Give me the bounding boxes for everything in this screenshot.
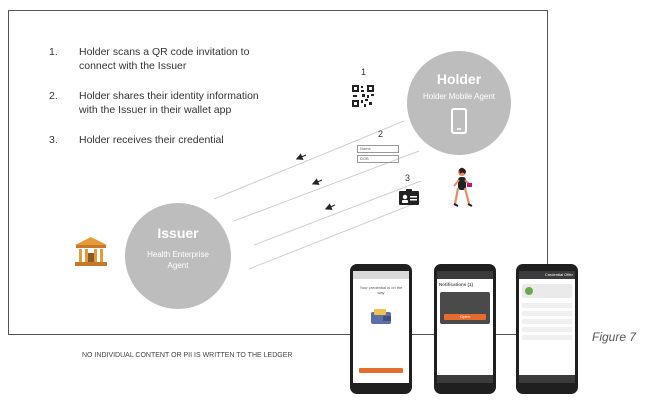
phone-2-header: Notifications (1) [439,282,474,287]
marker-2: 2 [378,129,384,139]
diagram-frame: 1. Holder scans a QR code invitation to … [8,10,548,335]
phone-screen-2: Notifications (1) Open [434,264,496,394]
bank-building-icon [75,237,107,266]
step-text: Holder receives their credential [79,134,224,146]
detail-row [522,311,572,316]
figure-caption: Figure 7 [592,330,637,344]
issuer-subtitle: Health Enterprise Agent [147,250,209,270]
detail-row [522,335,572,340]
arrow-2 [311,178,323,185]
phone-3-display: Credential Offer [519,271,575,383]
step-number: 3. [49,134,58,146]
phone-screen-3: Credential Offer [516,264,578,394]
detail-row [522,319,572,324]
notification-open-button[interactable]: Open [444,314,486,320]
issuer-title: Issuer [157,225,199,241]
phone-2-display: Notifications (1) Open [437,271,493,383]
qr-code-icon [352,85,374,107]
connector-line-1 [213,120,405,200]
holder-title: Holder [436,71,482,87]
holder-subtitle: Holder Mobile Agent [422,92,496,101]
step-text: Holder scans a QR code invitation to con… [79,46,250,72]
phone-1-message: Your credential is on the way [359,285,403,295]
marker-3: 3 [405,173,411,183]
phone-1-footer-bar [359,368,403,373]
step-number: 2. [49,90,58,102]
connector-line-4 [248,200,422,270]
walking-person-icon [453,167,473,207]
arrow-1 [295,153,307,160]
step-item: 1. Holder scans a QR code invitation to … [49,45,269,73]
phone-3-topbar: Credential Offer [519,271,575,279]
form-field-dob: DOB [357,155,399,163]
detail-row [522,303,572,308]
wallet-icon [371,309,391,324]
phone-1-topbar [353,271,409,279]
credential-badge-icon [525,287,533,295]
step-number: 1. [49,46,58,58]
marker-1: 1 [361,67,367,77]
issuer-node: Issuer Health Enterprise Agent [125,203,231,309]
phone-1-display: Your credential is on the way [353,271,409,383]
connector-line-3 [253,180,422,246]
phone-screen-1: Your credential is on the way [350,264,412,394]
form-field-name: Name [357,145,399,153]
step-item: 2. Holder shares their identity informat… [49,89,269,117]
phone-3-navbar [519,375,575,383]
step-text: Holder shares their identity information… [79,90,259,116]
id-card-icon [399,189,419,205]
arrow-3 [324,203,336,210]
mobile-phone-icon [451,108,467,134]
phone-3-header: Credential Offer [544,272,573,277]
phone-2-navbar [437,375,493,383]
phone-2-topbar [437,271,493,279]
identity-form-icon: Name DOB [357,145,399,163]
ledger-note: NO INDIVIDUAL CONTENT OR PII IS WRITTEN … [82,352,293,359]
credential-card [522,284,572,298]
step-list: 1. Holder scans a QR code invitation to … [49,45,269,163]
notification-card: Open [440,292,490,324]
step-item: 3. Holder receives their credential [49,133,269,147]
detail-row [522,327,572,332]
holder-node: Holder Holder Mobile Agent [407,51,511,155]
